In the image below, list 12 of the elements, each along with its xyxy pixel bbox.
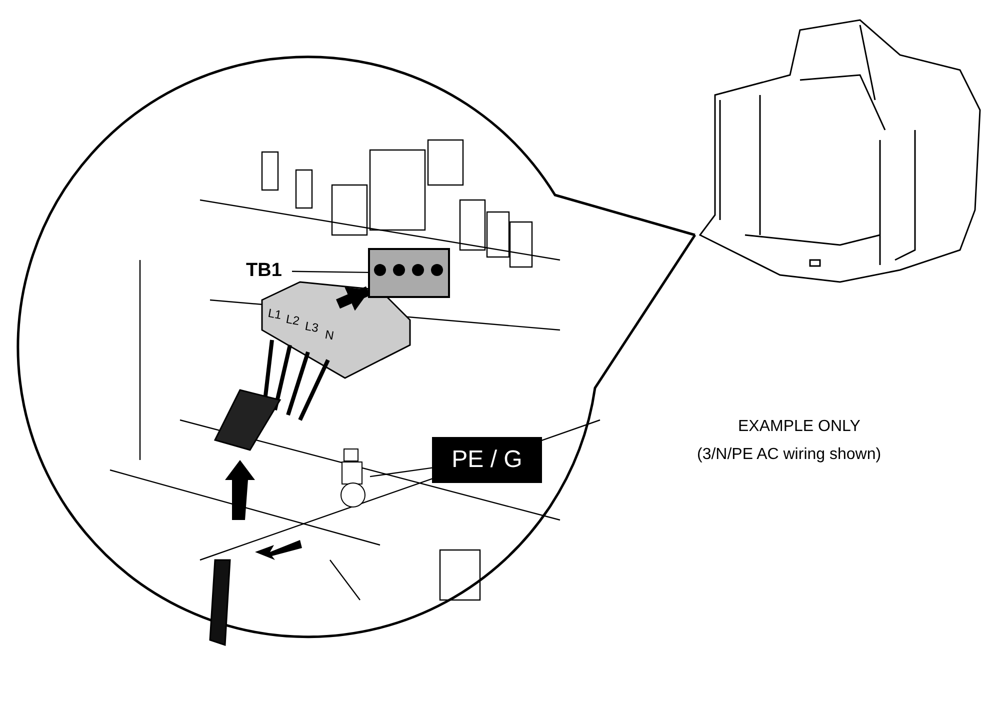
terminal-label: L3 [304, 320, 320, 336]
leader-line [370, 467, 432, 478]
insertion-arrow [336, 286, 370, 311]
terminal-block-drawing [368, 248, 450, 298]
callout-label: PE / G [432, 437, 542, 483]
note-text: EXAMPLE ONLY [738, 418, 860, 436]
terminal-label: L1 [266, 306, 282, 322]
terminal-label: L2 [284, 312, 300, 328]
terminal-label: N [324, 328, 335, 343]
note-text: (3/N/PE AC wiring shown) [697, 446, 882, 464]
callout-label: TB1 [236, 258, 292, 284]
leader-line [292, 270, 368, 274]
